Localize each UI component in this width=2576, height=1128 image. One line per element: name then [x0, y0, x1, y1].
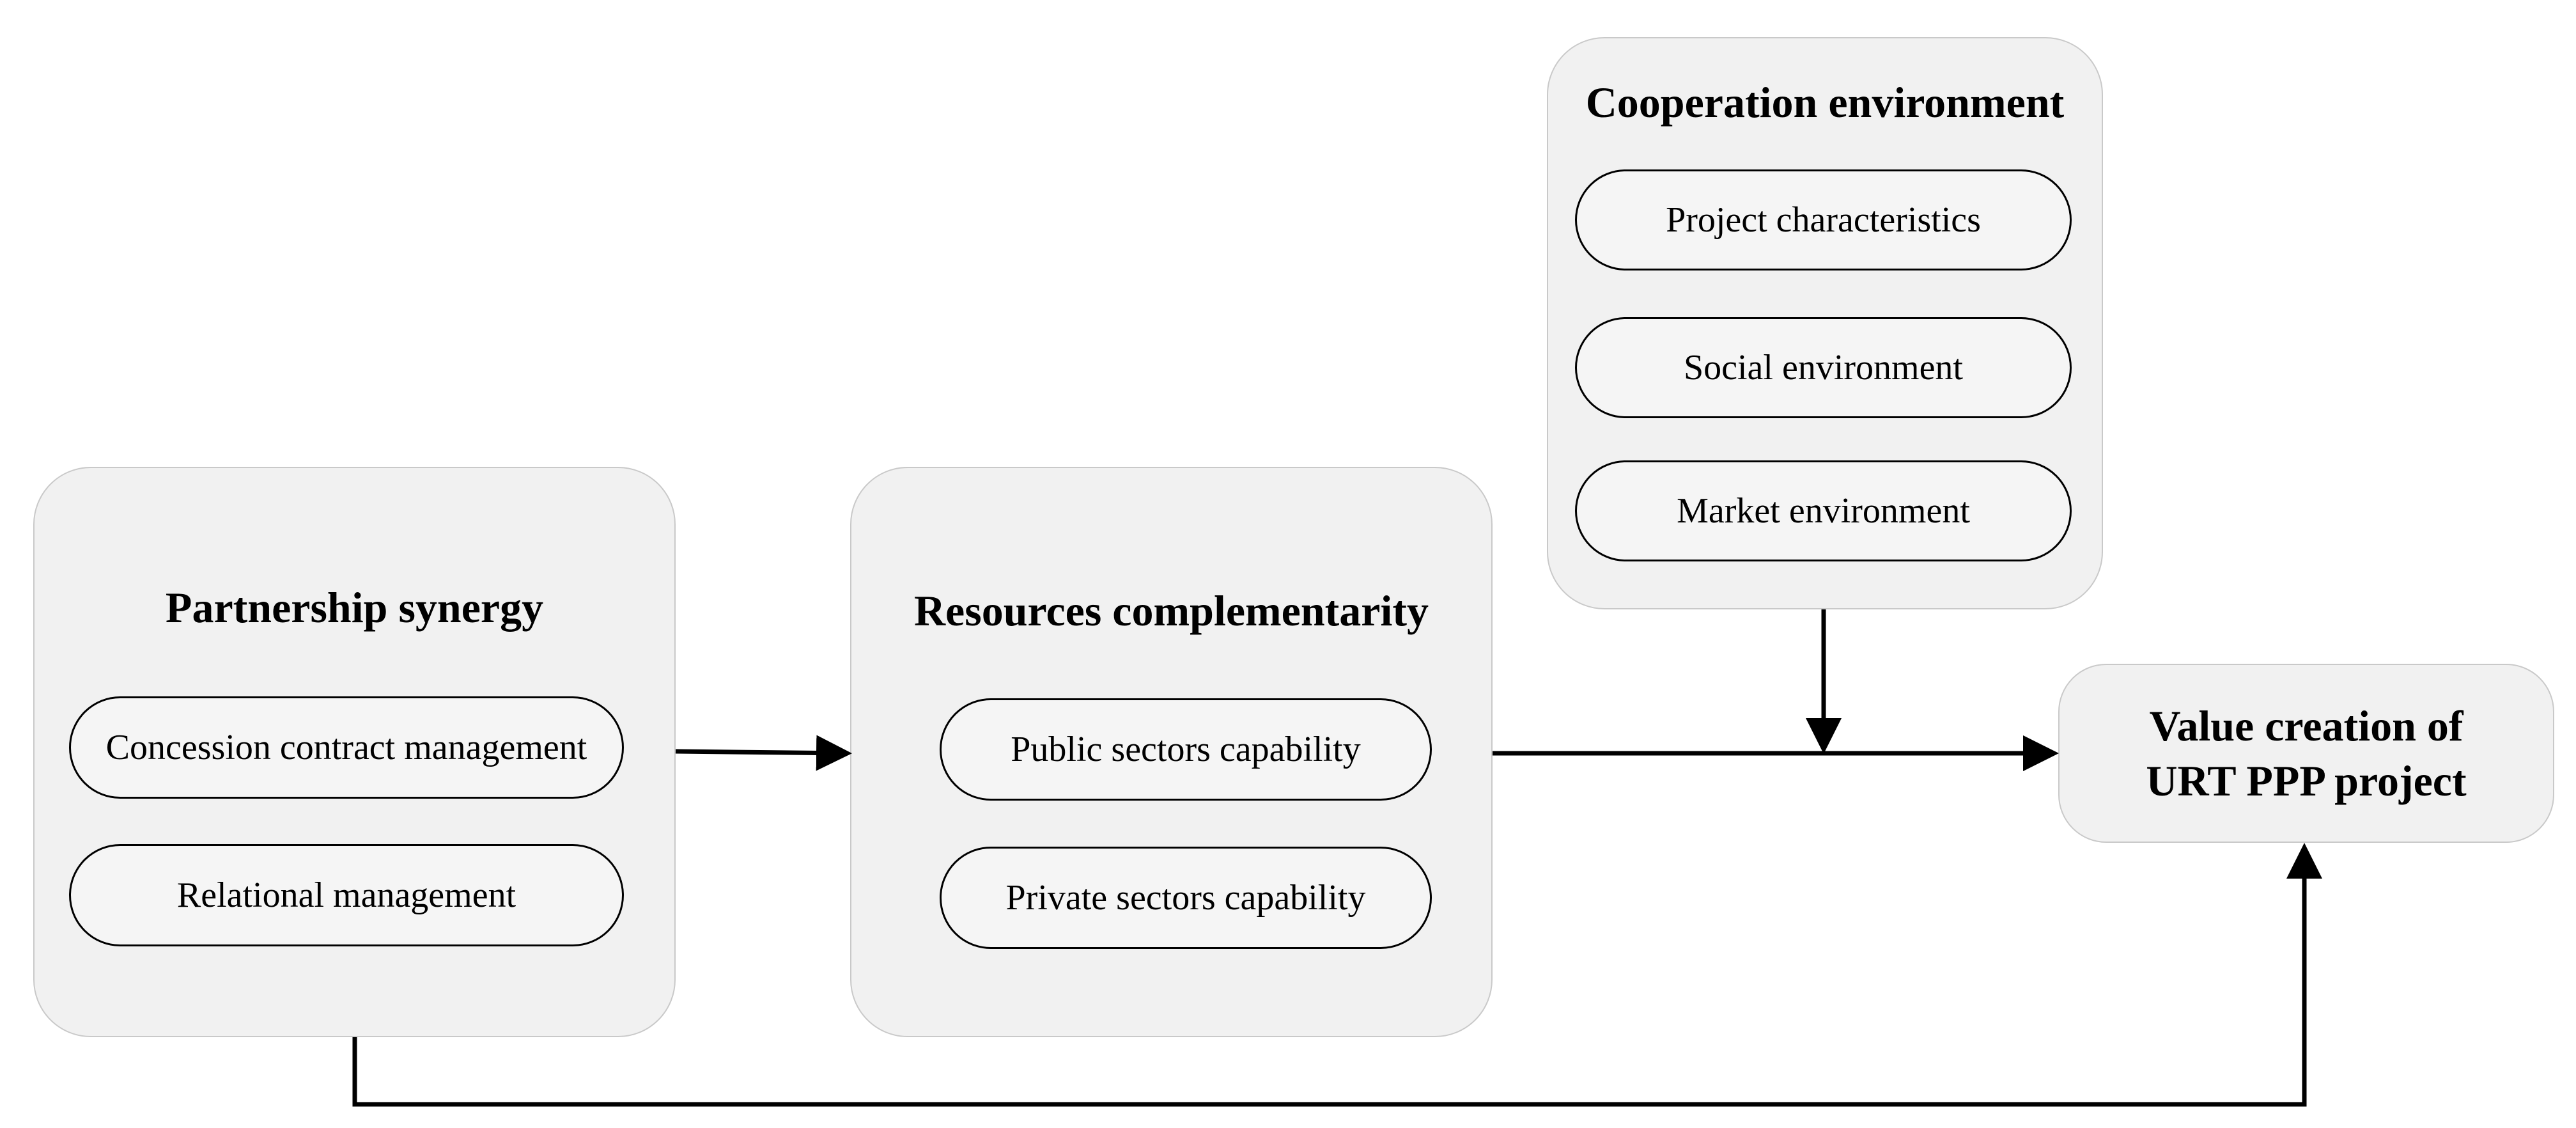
- value-creation-line-1: Value creation of: [2149, 701, 2463, 750]
- partnership-synergy-title: Partnership synergy: [165, 583, 544, 632]
- value-creation-line-2: URT PPP project: [2146, 756, 2467, 805]
- resources-complementarity-title: Resources complementarity: [913, 586, 1429, 635]
- market-environment-item: Market environment: [1575, 460, 2072, 561]
- value-creation-box: Value creation of URT PPP project: [2058, 664, 2554, 843]
- private-sectors-capability-item: Private sectors capability: [940, 847, 1432, 949]
- resources-complementarity-group: Resources complementarity Public sectors…: [850, 467, 1493, 1037]
- project-characteristics-item: Project characteristics: [1575, 169, 2072, 270]
- partnership-synergy-group: Partnership synergy Concession contract …: [33, 467, 676, 1037]
- relational-management-item: Relational management: [69, 844, 624, 946]
- arrow-partnership-to-value: [352, 843, 2322, 1107]
- arrow-partnership-to-resources: [675, 735, 852, 771]
- social-environment-item: Social environment: [1575, 317, 2072, 418]
- cooperation-environment-group: Cooperation environment Project characte…: [1547, 37, 2103, 609]
- cooperation-environment-title: Cooperation environment: [1585, 78, 2065, 127]
- public-sectors-capability-item: Public sectors capability: [940, 698, 1432, 801]
- concession-contract-management-item: Concession contract management: [69, 696, 624, 799]
